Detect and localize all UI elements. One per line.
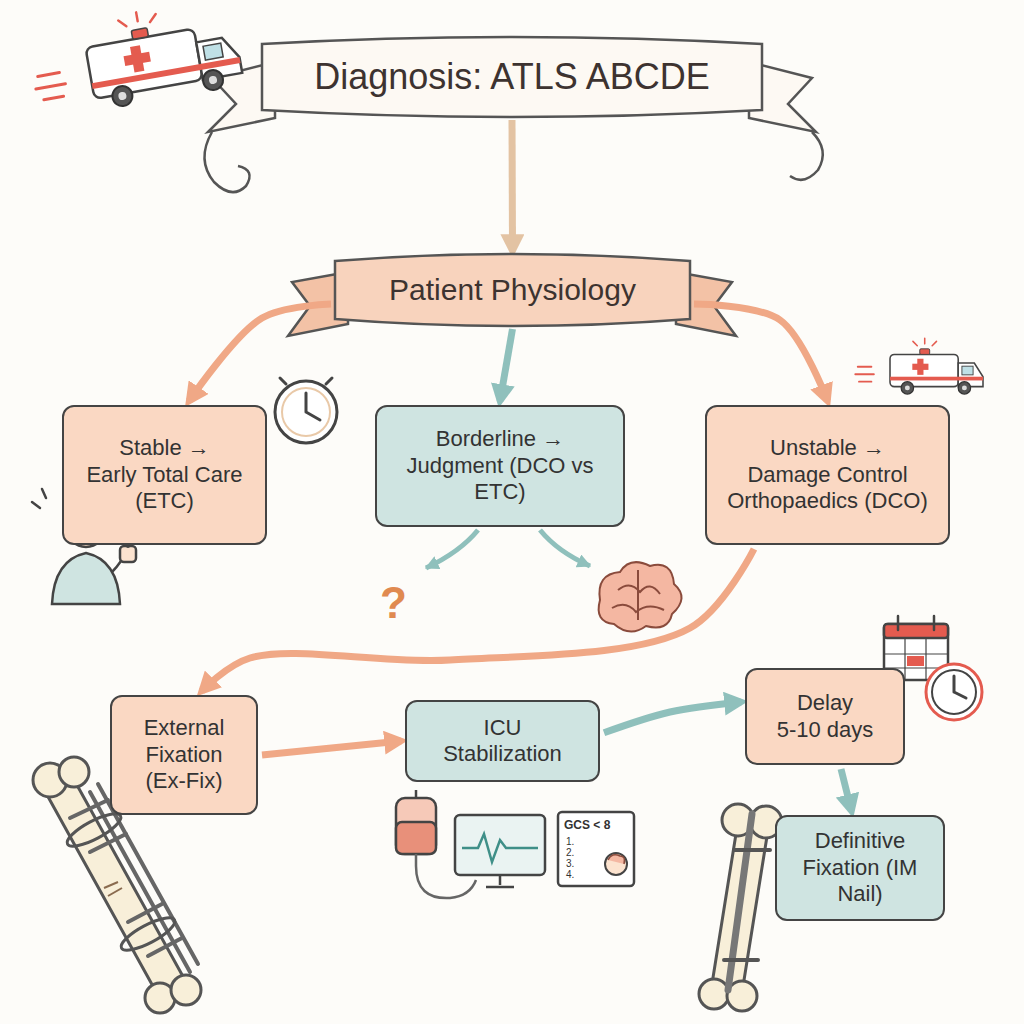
clock-icon bbox=[275, 378, 337, 443]
node-text: Early Total Care (ETC) bbox=[78, 462, 251, 515]
flow-arrow bbox=[694, 304, 828, 401]
flow-arrow bbox=[500, 329, 513, 401]
process-box: ICU Stabilization bbox=[405, 700, 600, 782]
gcs-card bbox=[558, 812, 634, 886]
iv-and-monitor bbox=[396, 790, 545, 898]
process-box: Definitive Fixation (IM Nail) bbox=[775, 815, 945, 921]
process-box: Delay5-10 days bbox=[745, 668, 905, 765]
flow-arrow bbox=[604, 702, 741, 733]
node-text: Definitive Fixation (IM Nail) bbox=[799, 828, 921, 907]
node-text: Stable → bbox=[78, 435, 251, 461]
brain-icon bbox=[599, 562, 682, 631]
node-text: 5-10 days bbox=[759, 717, 891, 743]
flow-arrow bbox=[841, 769, 852, 811]
node-text: Delay bbox=[759, 690, 891, 716]
ambulance-icon bbox=[26, 0, 244, 120]
gcs-item-number: 3. bbox=[566, 858, 574, 869]
node-text: Judgment (DCO vs ETC) bbox=[391, 453, 609, 506]
node-text: Unstable → bbox=[721, 435, 934, 461]
choice-arrow bbox=[426, 530, 478, 568]
process-box: External Fixation (Ex-Fix) bbox=[110, 695, 258, 815]
choice-arrow bbox=[540, 530, 590, 566]
physiology-banner: Patient Physiology bbox=[335, 255, 690, 325]
gcs-label: GCS < 8 bbox=[564, 818, 610, 832]
process-box: Unstable →Damage Control Orthopaedics (D… bbox=[705, 405, 950, 545]
title-banner: Diagnosis: ATLS ABCDE bbox=[262, 38, 762, 116]
node-text: Diagnosis: ATLS ABCDE bbox=[278, 55, 746, 98]
flow-arrow bbox=[189, 304, 331, 401]
bone-im-nail bbox=[699, 804, 782, 1011]
ambulance-icon bbox=[855, 338, 983, 394]
node-text: External Fixation (Ex-Fix) bbox=[124, 715, 244, 794]
decision-box: Borderline →Judgment (DCO vs ETC) bbox=[375, 405, 625, 527]
process-box: Stable →Early Total Care (ETC) bbox=[62, 405, 267, 545]
node-text: Borderline → bbox=[391, 426, 609, 452]
gcs-item-number: 1. bbox=[566, 836, 574, 847]
node-text: Patient Physiology bbox=[351, 272, 674, 308]
flow-arrow bbox=[509, 120, 517, 251]
node-text: ICU Stabilization bbox=[437, 715, 568, 768]
gcs-item-number: 4. bbox=[566, 869, 574, 880]
question-mark: ? bbox=[380, 578, 407, 628]
flow-arrow bbox=[262, 741, 401, 755]
node-text: Damage Control Orthopaedics (DCO) bbox=[721, 462, 934, 515]
gcs-item-number: 2. bbox=[566, 847, 574, 858]
flow-arrow bbox=[202, 549, 754, 691]
